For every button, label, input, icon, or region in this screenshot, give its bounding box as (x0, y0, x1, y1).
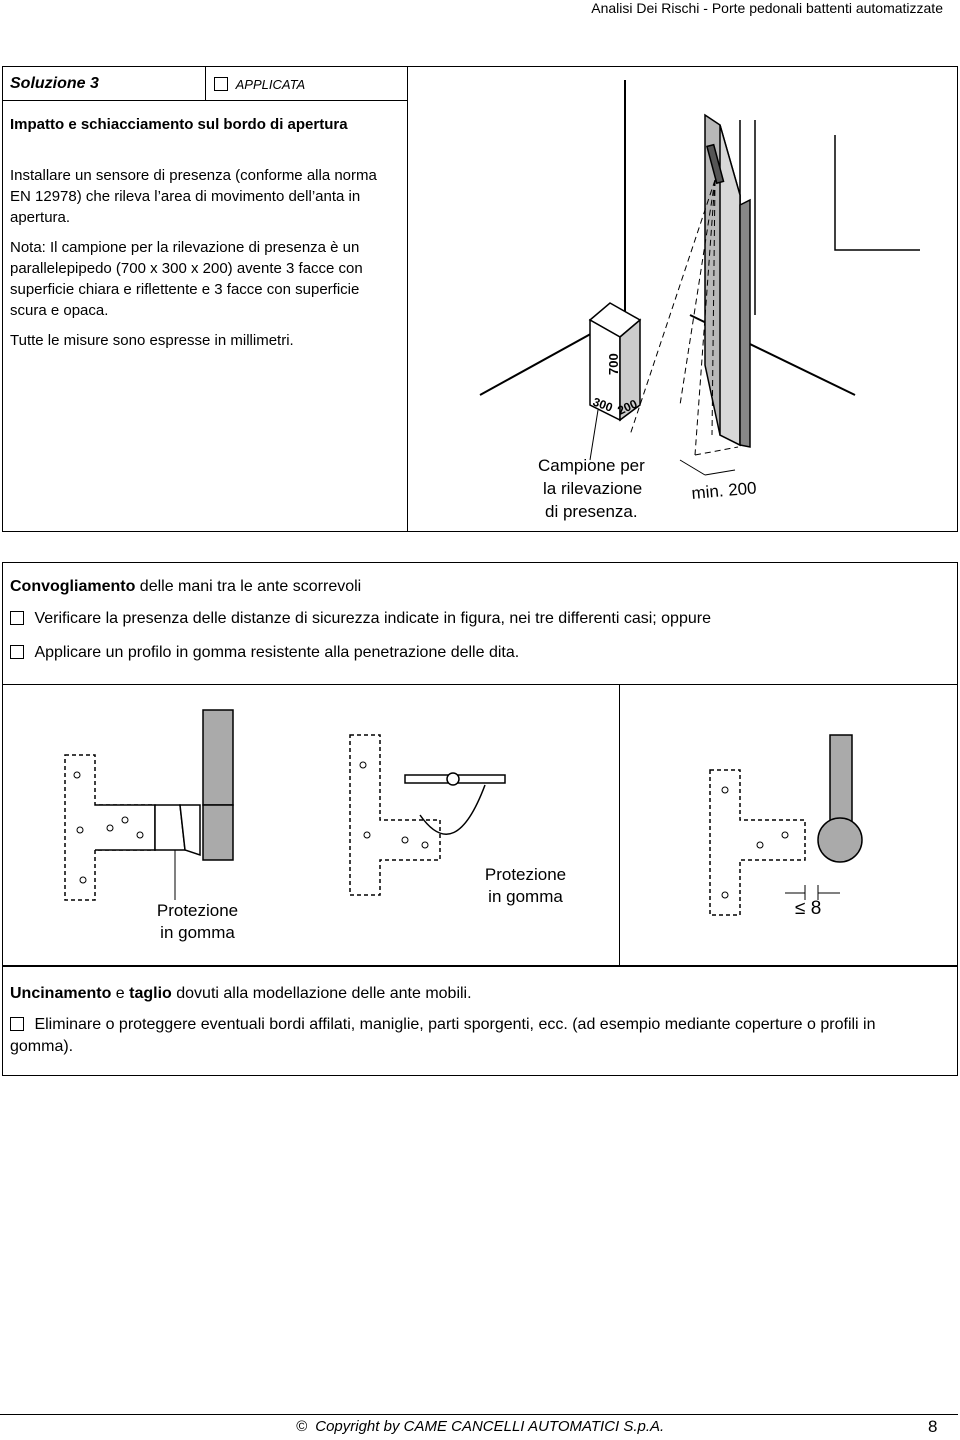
column-divider (407, 66, 408, 532)
section3-heading: Uncinamento e taglio dovuti alla modella… (10, 983, 472, 1005)
option2-checkbox[interactable] (10, 645, 24, 659)
dim-height: 700 (606, 353, 621, 375)
applicata-field: APPLICATA (214, 77, 305, 92)
aggregate-dot (363, 831, 371, 839)
copyright-icon: © (296, 1418, 308, 1435)
detection-line (694, 179, 716, 456)
solution-label: Soluzione 3 (10, 75, 99, 92)
aggregate-dot (721, 891, 729, 899)
fig2-label-line2: in gomma (488, 887, 563, 906)
page-number: 8 (928, 1417, 938, 1436)
detection-line (679, 179, 716, 406)
section2-heading: Convogliamento delle mani tra le ante sc… (10, 576, 361, 598)
fig1-label-line1: Protezione (156, 901, 239, 920)
section-uncinamento (2, 966, 958, 1076)
door-panel-base (202, 804, 234, 861)
rubber-profile (419, 784, 486, 835)
option1-checkbox[interactable] (10, 611, 24, 625)
dim-width: 300 (591, 395, 615, 415)
aggregate-dot (401, 836, 409, 844)
aggregate-dot (76, 826, 84, 834)
section3-heading-rest: dovuti alla modellazione delle ante mobi… (171, 985, 472, 1002)
presence-sensor-figure: 700 300 200 Campione per la rilevazione … (479, 80, 920, 521)
hinge-pin (446, 772, 460, 786)
row-divider (2, 100, 407, 101)
copyright-text: Copyright by CAME CANCELLI AUTOMATICI S.… (315, 1418, 665, 1435)
section-solution-3 (2, 66, 958, 532)
section3-checkbox[interactable] (10, 1017, 24, 1031)
caption-line3: di presenza. (545, 502, 638, 521)
section1-measures: Tutte le misure sono espresse in millime… (10, 332, 294, 349)
aggregate-dot (106, 824, 114, 832)
option2-label: Applicare un profilo in gomma resistente… (34, 644, 520, 661)
finger-trap-figure-2 (349, 734, 506, 896)
aggregate-dot (781, 831, 789, 839)
section3-heading-bold1: Uncinamento (10, 985, 112, 1002)
gap-label: ≤ 8 (795, 898, 822, 919)
section1-paragraph1: Installare un sensore di presenza (confo… (10, 167, 377, 226)
page-header: Analisi Dei Rischi - Porte pedonali batt… (591, 0, 943, 16)
fig1-label-line2: in gomma (160, 923, 235, 942)
detection-line (711, 179, 716, 436)
aggregate-dot (721, 786, 729, 794)
section3-heading-bold2: taglio (129, 985, 172, 1002)
door-leaf-face (719, 124, 741, 447)
sensor-device (706, 143, 725, 185)
section1-note: Nota: Il campione per la rilevazione di … (10, 239, 363, 319)
min-distance-label: min. 200 (691, 478, 758, 503)
fig2-label-line1: Protezione (484, 865, 567, 884)
wall-section (709, 769, 806, 916)
detection-line (694, 446, 739, 456)
applicata-checkbox[interactable] (214, 77, 228, 91)
section1-heading: Impatto e schiacciamento sul bordo di ap… (10, 116, 348, 133)
cell-divider (205, 66, 206, 100)
caption-line2: la rilevazione (543, 479, 642, 498)
figure-divider (619, 684, 620, 966)
door-rounded-edge (817, 817, 863, 863)
footer-copyright: © Copyright by CAME CANCELLI AUTOMATICI … (296, 1418, 664, 1435)
aggregate-dot (359, 761, 367, 769)
wall-edge (95, 804, 156, 851)
aggregate-dot (73, 771, 81, 779)
caption-leader (589, 409, 599, 461)
section2-divider (2, 684, 958, 685)
section2-heading-rest: delle mani tra le ante scorrevoli (135, 578, 362, 595)
section2-option2: Applicare un profilo in gomma resistente… (10, 642, 519, 664)
aggregate-dot (79, 876, 87, 884)
section-convogliamento (2, 562, 958, 966)
aggregate-dot (756, 841, 764, 849)
applicata-label: APPLICATA (235, 77, 306, 92)
option1-label: Verificare la presenza delle distanze di… (34, 610, 711, 627)
section3-option1: Eliminare o proteggere eventuali bordi a… (10, 1014, 940, 1058)
section3-option1-label: Eliminare o proteggere eventuali bordi a… (10, 1016, 876, 1055)
detection-line (629, 179, 716, 436)
door-panel (829, 734, 853, 826)
footer-rule (0, 1414, 958, 1415)
finger-trap-figure-3 (709, 734, 863, 916)
caption-line1: Campione per (538, 456, 645, 475)
wall-section (349, 734, 441, 896)
section2-heading-bold: Convogliamento (10, 578, 136, 595)
aggregate-dot (421, 841, 429, 849)
door-leaf-side (739, 198, 751, 448)
fig2-label: Protezione in gomma (478, 864, 573, 908)
aggregate-dot (136, 831, 144, 839)
fig1-label: Protezione in gomma (150, 900, 245, 944)
min-dimension-line (704, 469, 736, 476)
rubber-profile (179, 804, 201, 857)
min-dimension-line (679, 459, 706, 476)
finger-trap-figure-1 (64, 709, 234, 901)
sample-side (619, 318, 641, 422)
aggregate-dot (121, 816, 129, 824)
section2-option1: Verificare la presenza delle distanze di… (10, 608, 711, 630)
door-panel (202, 709, 234, 806)
wall-opening (834, 135, 920, 251)
section3-heading-mid: e (111, 985, 130, 1002)
